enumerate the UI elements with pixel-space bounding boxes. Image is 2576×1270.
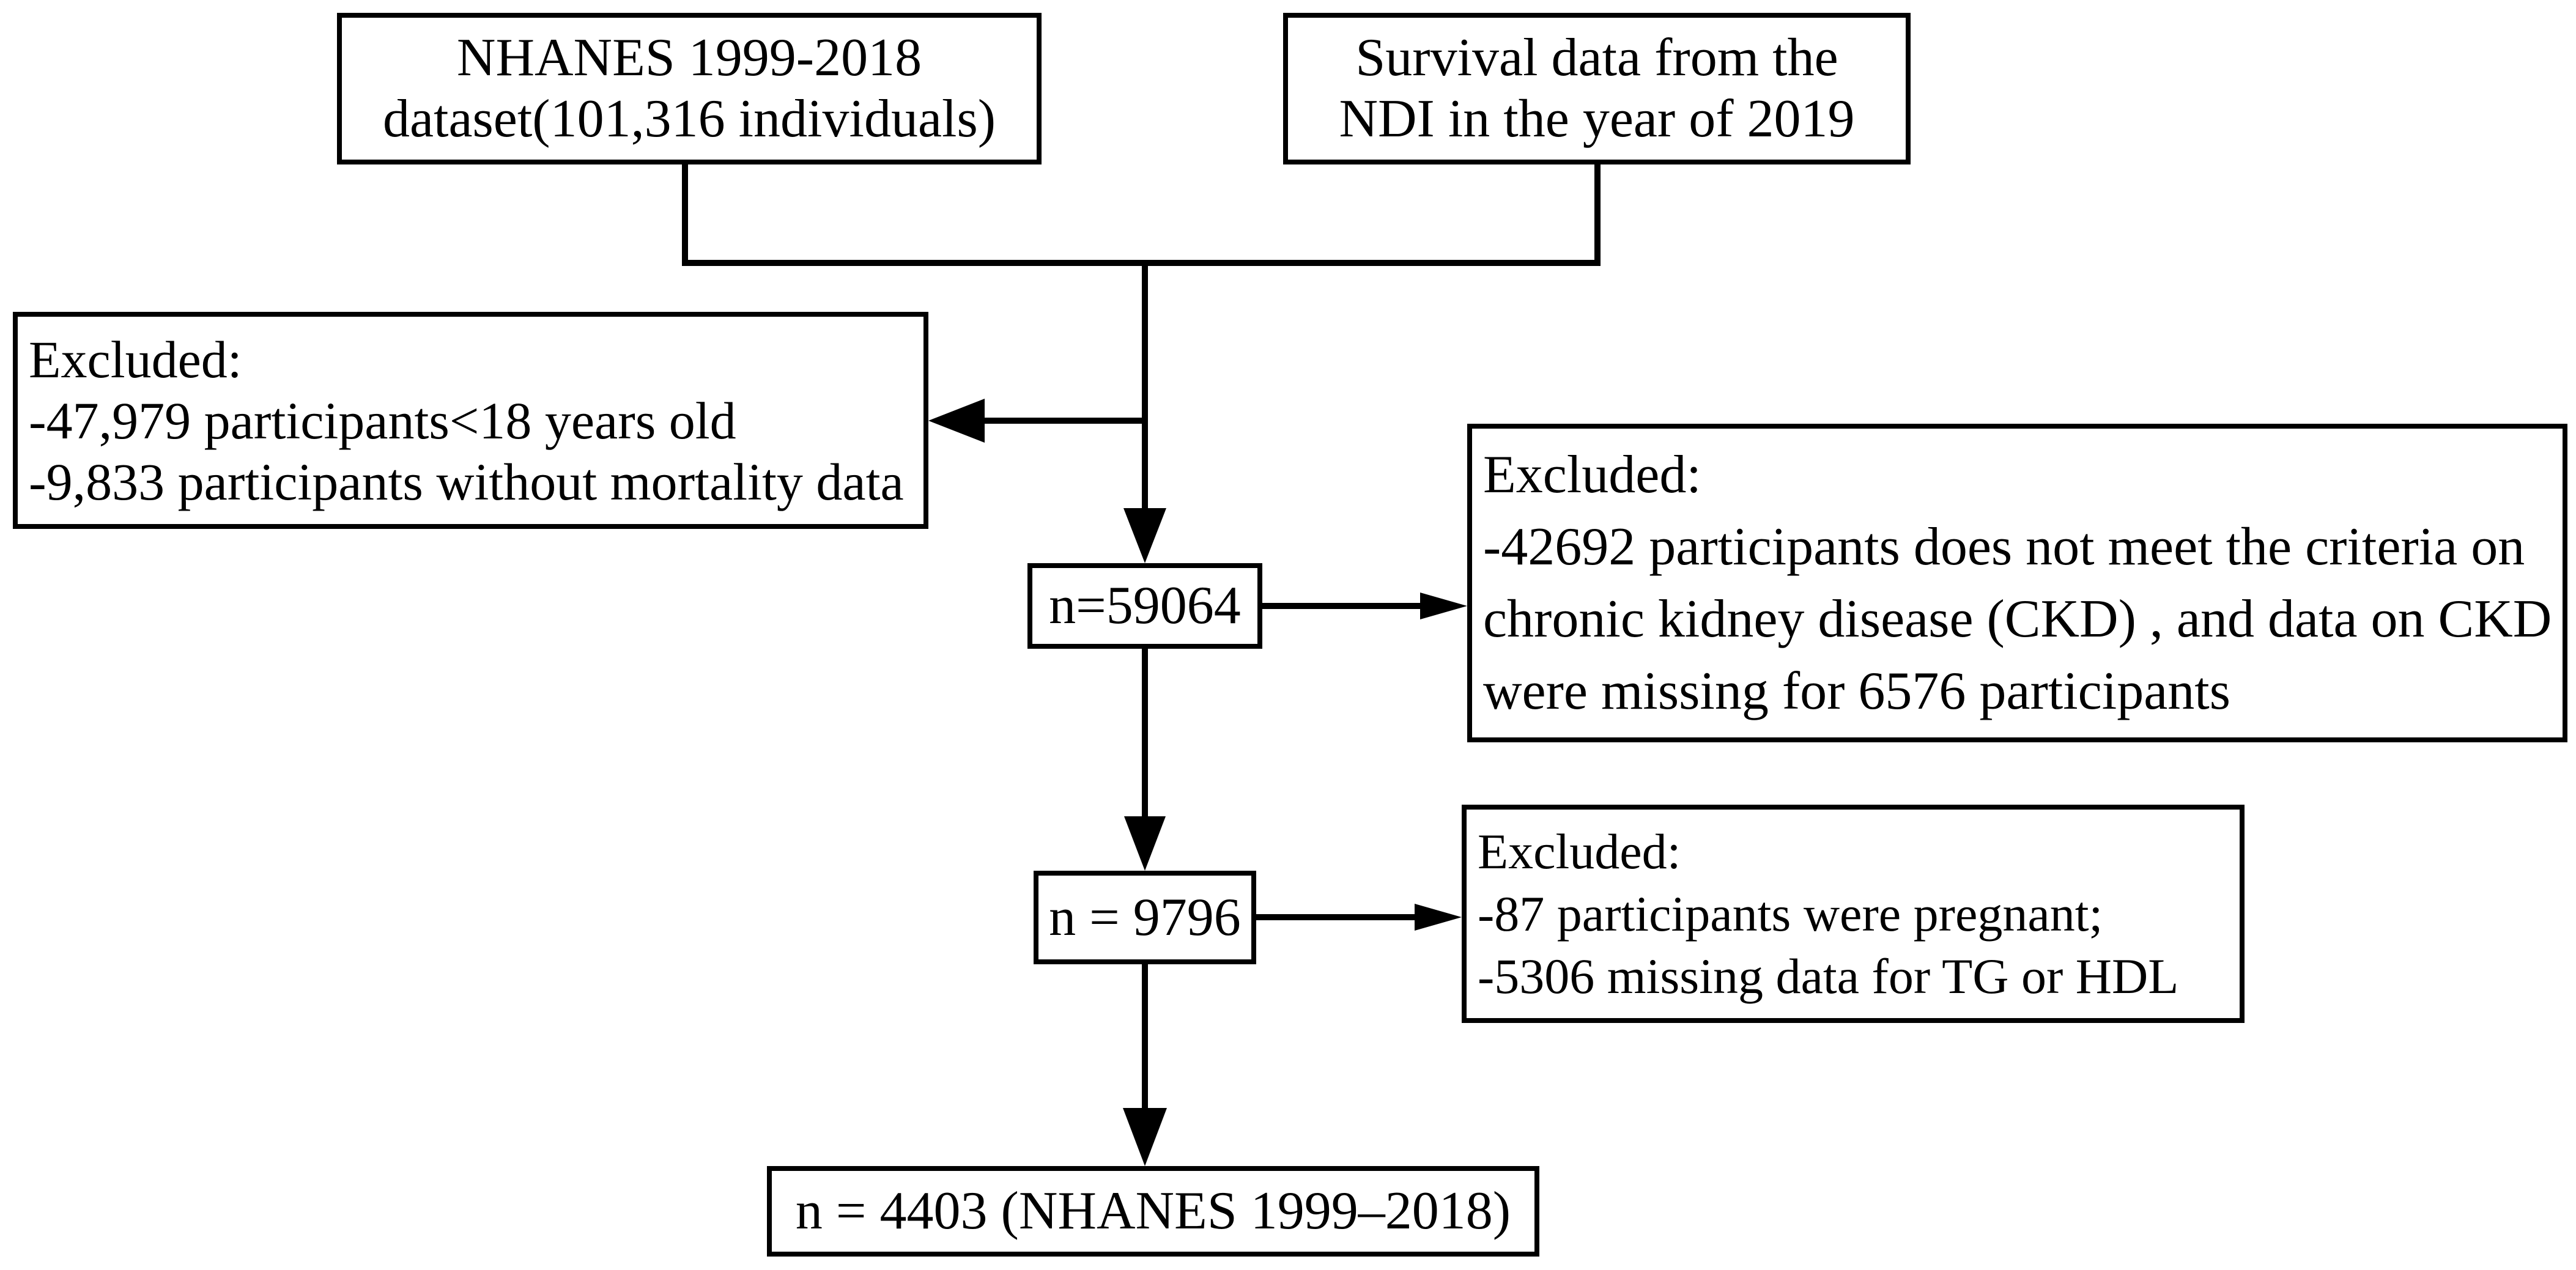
arrowhead-to-final-sample <box>1123 1108 1167 1166</box>
exclusion-item-no-mortality-data: -9,833 participants without mortality da… <box>29 452 904 511</box>
final-sample-label: n = 4403 (NHANES 1999–2018) <box>795 1181 1511 1241</box>
ndi-survival-box: Survival data from the NDI in the year o… <box>1283 13 1911 164</box>
ndi-survival-line-1: Survival data from the <box>1355 28 1838 87</box>
exclusion-ckd-line-3: were missing for 6576 participants <box>1483 661 2230 721</box>
exclusion-ckd-line-2: chronic kidney disease (CKD) , and data … <box>1483 589 2552 649</box>
arrowhead-to-exclusion-3 <box>1415 904 1462 931</box>
nhanes-dataset-count: dataset(101,316 individuals) <box>382 89 996 149</box>
arrowhead-to-exclusion-2 <box>1420 593 1467 619</box>
arrowhead-to-exclusion-1 <box>928 399 985 443</box>
arrowhead-to-n59064 <box>1123 508 1166 563</box>
exclusion-heading: Excluded: <box>1478 823 1681 879</box>
final-sample-box: n = 4403 (NHANES 1999–2018) <box>767 1166 1539 1257</box>
arrowhead-to-n9796 <box>1124 816 1166 871</box>
count-n9796-label: n = 9796 <box>1049 887 1241 947</box>
exclusion-item-pregnant: -87 participants were pregnant; <box>1478 885 2103 942</box>
exclusion-heading: Excluded: <box>1483 445 1701 504</box>
exclusion-ckd-box: Excluded: -42692 participants does not m… <box>1467 424 2567 742</box>
exclusion-item-missing-tg-hdl: -5306 missing data for TG or HDL <box>1478 948 2179 1004</box>
count-n9796-box: n = 9796 <box>1034 871 1256 964</box>
ndi-survival-line-2: NDI in the year of 2019 <box>1339 89 1855 149</box>
exclusion-heading: Excluded: <box>29 330 242 389</box>
exclusion-pregnancy-lipids-box: Excluded: -87 participants were pregnant… <box>1462 805 2245 1023</box>
nhanes-dataset-box: NHANES 1999-2018 dataset(101,316 individ… <box>337 13 1042 164</box>
exclusion-item-under-18: -47,979 participants<18 years old <box>29 391 736 450</box>
count-n59064-box: n=59064 <box>1027 563 1262 649</box>
count-n59064-label: n=59064 <box>1049 576 1241 635</box>
exclusion-age-mortality-box: Excluded: -47,979 participants<18 years … <box>13 312 928 529</box>
exclusion-ckd-line-1: -42692 participants does not meet the cr… <box>1483 517 2525 577</box>
nhanes-dataset-title: NHANES 1999-2018 <box>456 28 922 87</box>
